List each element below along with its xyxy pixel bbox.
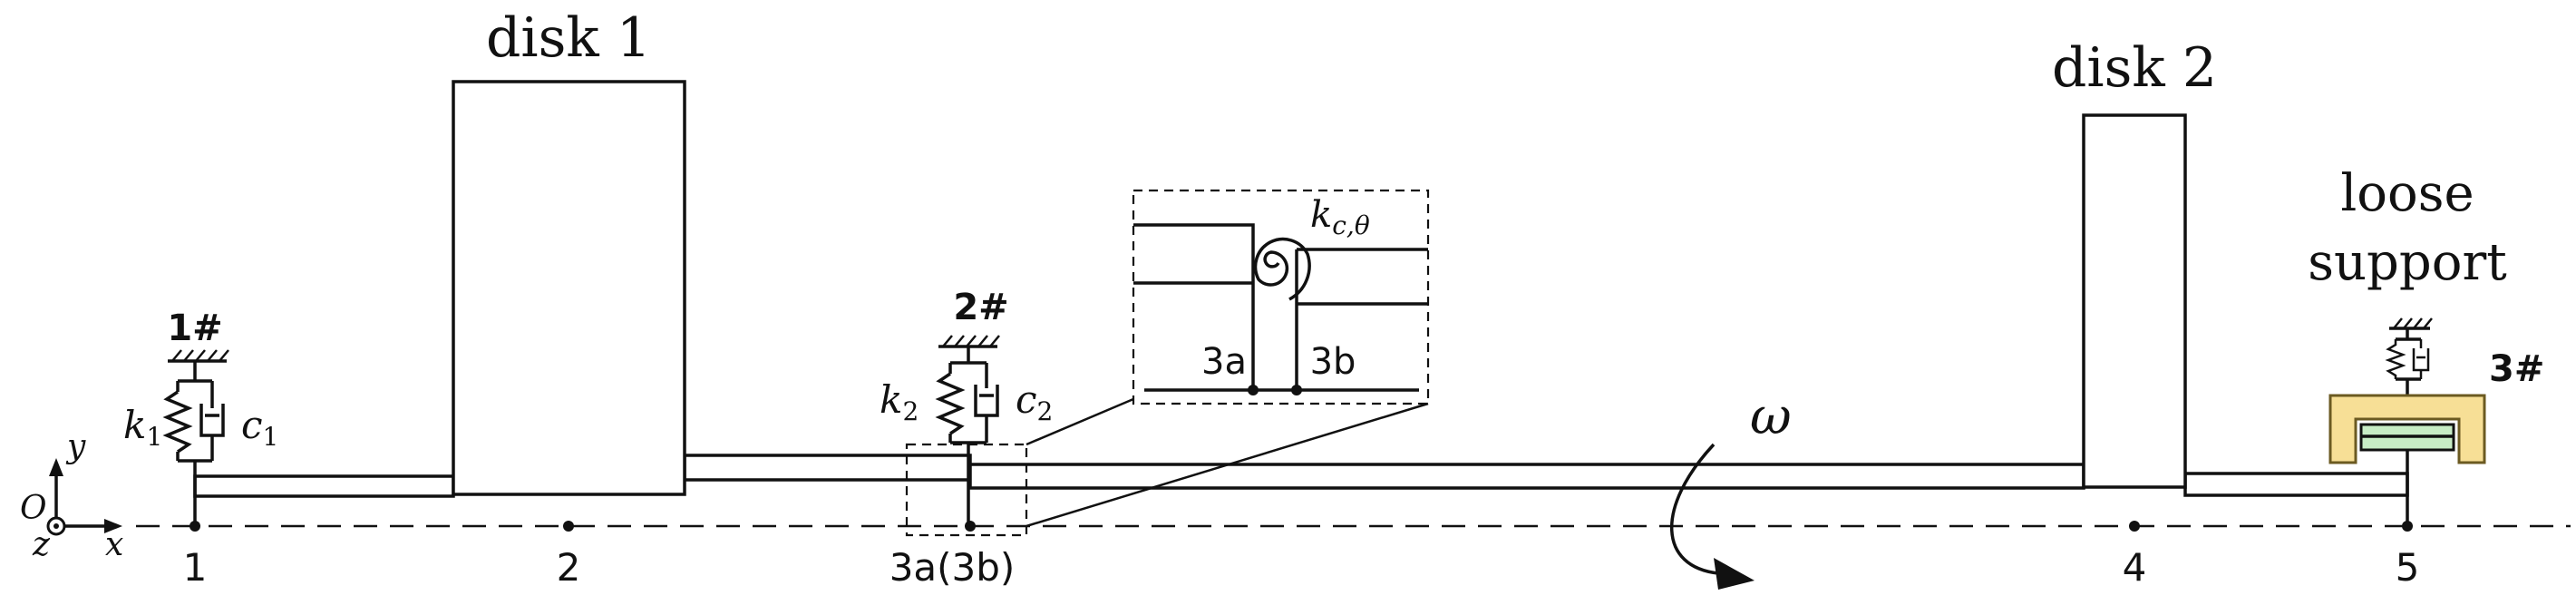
support-2-damper-label: c2 — [1016, 377, 1053, 426]
axis-x-label: x — [105, 526, 123, 563]
support-3: loose support 3# — [2308, 164, 2544, 526]
loose-support-housing — [2328, 394, 2486, 464]
coupling-node-3a: 3a — [1201, 341, 1247, 383]
coupling-node-3b: 3b — [1310, 341, 1356, 383]
coupling-detail: kc,θ 3a 3b — [905, 189, 1430, 537]
torsion-spring-icon — [1253, 237, 1311, 301]
support-1: 1# k1 c1 — [123, 308, 278, 526]
disk-2-label: disk 2 — [2052, 36, 2217, 100]
shaft-seg-4 — [2183, 472, 2409, 497]
coupling-zoom-box — [1132, 189, 1430, 405]
node-label-1: 1 — [183, 545, 208, 590]
node-dot-2 — [563, 521, 574, 532]
axis-z-label: z — [32, 526, 51, 563]
shaft-seg-2 — [683, 454, 972, 482]
node-dots — [190, 521, 2413, 532]
axis-y-label: y — [65, 428, 86, 465]
coupling-small-box — [905, 443, 1028, 537]
coupling-stiffness-label: kc,θ — [1310, 194, 1370, 240]
axis-origin-label: O — [20, 490, 47, 527]
disk-2 — [2082, 113, 2187, 489]
rotation-arrow-icon — [1670, 443, 1719, 575]
shaft — [193, 454, 2409, 498]
disk-1 — [452, 80, 686, 496]
shaft-seg-1 — [193, 474, 455, 498]
support-3-title-line2: support — [2308, 233, 2507, 292]
support-1-damper-label: c1 — [241, 403, 278, 452]
node-dot-4 — [2129, 521, 2140, 532]
coordinate-axes: O y x z — [20, 428, 123, 563]
support-1-spring-label: k1 — [123, 403, 162, 452]
support-1-id: 1# — [167, 308, 222, 349]
node-label-2: 2 — [557, 545, 581, 590]
node-label-3: 3a(3b) — [889, 545, 1016, 590]
support-2: 2# k2 c2 — [880, 287, 1053, 526]
support-2-spring-label: k2 — [880, 377, 919, 426]
node-dot-3 — [965, 521, 976, 532]
support-3-id: 3# — [2489, 348, 2544, 390]
rotation-indicator: ω — [1670, 387, 1792, 590]
support-2-id: 2# — [953, 287, 1008, 328]
shaft-seg-3 — [968, 463, 2085, 490]
support-3-title-line1: loose — [2340, 164, 2474, 223]
node-label-5: 5 — [2396, 545, 2420, 590]
node-label-4: 4 — [2123, 545, 2147, 590]
rotation-symbol: ω — [1750, 387, 1792, 446]
disk-1-label: disk 1 — [486, 6, 651, 70]
